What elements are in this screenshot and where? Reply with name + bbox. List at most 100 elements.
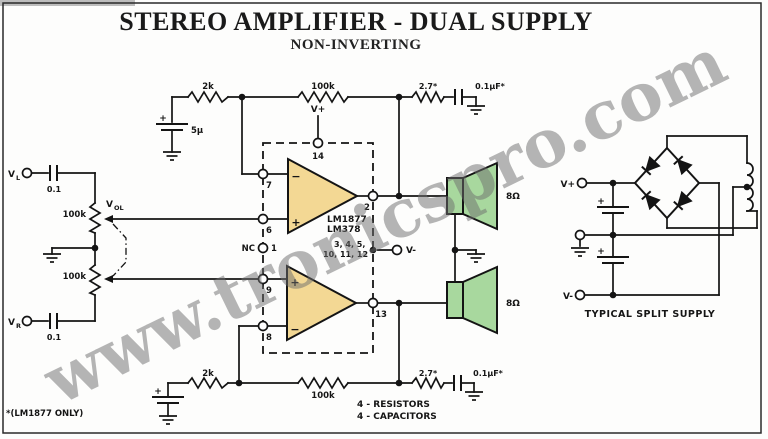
label-pot-bottom: 100k <box>63 272 87 282</box>
capacitor-input-right <box>49 313 58 329</box>
label-c-bypass-plus-top: + <box>159 114 167 124</box>
label-pin-8: 8 <box>266 333 272 343</box>
bottom-channel: 2k 100k 2.7* 0.1µF* + <box>152 299 504 425</box>
supply-ground-terminal <box>574 229 586 241</box>
pin-13-terminal <box>367 297 379 309</box>
supply-wires <box>579 135 758 296</box>
wiper-arrow-icon-bottom <box>104 275 113 283</box>
speakers: 8Ω 8Ω <box>446 161 520 335</box>
junction-dot <box>609 291 617 299</box>
pin-14-terminal <box>312 137 324 149</box>
ground-icon <box>464 391 484 401</box>
pin-8-terminal <box>257 320 269 332</box>
label-pin-6: 6 <box>266 226 272 236</box>
junction-dot <box>609 231 617 239</box>
top-channel: 2k 100k 2.7* 0.1µF* 5µ + <box>156 82 506 200</box>
label-pin-1: 1 <box>271 244 277 254</box>
pin-9-terminal <box>257 273 269 285</box>
label-pin-14: 14 <box>312 152 324 162</box>
wiper-arrow-icon-top <box>104 215 113 223</box>
supply-section: V+ V- + + TYPICAL SPLIT SUPPLY <box>560 135 758 320</box>
page-border <box>2 2 762 434</box>
footnote: *(LM1877 ONLY) <box>6 409 83 419</box>
junction-dot <box>609 179 617 187</box>
label-nc: NC <box>242 244 255 254</box>
pin-7-terminal <box>257 168 269 180</box>
label-vplus: V+ <box>311 105 326 115</box>
label-nc-pins-2: 10, 11, 12 <box>323 250 368 259</box>
pin-6-terminal <box>257 213 269 225</box>
label-nc-pins-1: 3, 4, 5, <box>334 240 365 249</box>
label-speaker-bottom: 8Ω <box>506 299 520 309</box>
junction-dot <box>395 93 403 101</box>
note-capacitors: 4 - CAPACITORS <box>357 412 437 422</box>
ic-pin-wires <box>112 115 394 327</box>
opamp-bottom-inverting-mark: − <box>290 323 299 336</box>
label-vr: V <box>8 318 15 328</box>
junction-dot <box>395 379 403 387</box>
label-vol-sub: OL <box>114 204 124 212</box>
input-left-terminal <box>21 167 33 179</box>
pin-1-terminal <box>257 242 269 254</box>
label-pot-top: 100k <box>63 210 87 220</box>
opamp-top-inverting-mark: − <box>291 170 300 183</box>
capacitor-supply-top <box>597 206 629 214</box>
label-ic-part-1: LM1877 <box>327 215 367 225</box>
ground-icon <box>162 151 182 161</box>
junction-dot <box>238 93 246 101</box>
junction-dot <box>395 299 403 307</box>
label-c-zobel-top: 0.1µF* <box>475 82 506 91</box>
supply-vplus-terminal <box>576 177 588 189</box>
capacitor-input-left <box>49 165 58 181</box>
resistor-2.7-top <box>410 90 446 104</box>
capacitor-bypass-bottom <box>152 396 184 404</box>
label-supply-cap1-plus: + <box>597 197 605 207</box>
note-resistors: 4 - RESISTORS <box>357 400 430 410</box>
capacitor-zobel-top <box>454 89 463 105</box>
label-vol: V <box>106 200 113 210</box>
junction-dot <box>369 246 377 254</box>
label-c-zobel-bottom: 0.1µF* <box>473 369 504 378</box>
label-c-bypass-plus-bottom: + <box>154 387 162 397</box>
resistor-2k-bottom <box>186 376 230 390</box>
junction-dot <box>235 379 243 387</box>
vminus-terminal <box>391 244 403 256</box>
bridge-rectifier-outline <box>633 146 701 220</box>
ground-icon <box>42 253 62 263</box>
page-subtitle: NON-INVERTING <box>290 37 422 53</box>
label-vl-sub: L <box>16 174 20 182</box>
resistor-2.7-bottom <box>410 376 446 390</box>
junction-dot <box>395 192 403 200</box>
opamp-bottom-noninverting-mark: + <box>290 276 299 289</box>
pot-gang-link <box>112 223 127 277</box>
pin-2-terminal <box>367 190 379 202</box>
label-c-input-right: 0.1 <box>47 333 62 342</box>
resistor-100k-bottom <box>296 376 350 390</box>
input-right-terminal <box>21 315 33 327</box>
label-ic-part-2: LM378 <box>327 225 360 235</box>
label-supply-cap2-plus: + <box>597 247 605 257</box>
label-r-feedback-bottom: 100k <box>311 391 335 401</box>
label-pin-13: 13 <box>375 310 387 320</box>
capacitor-supply-bottom <box>597 256 629 264</box>
parts-note: 4 - RESISTORS 4 - CAPACITORS <box>357 400 437 422</box>
label-c-input-left: 0.1 <box>47 185 62 194</box>
ground-icon <box>466 105 486 115</box>
opamp-top <box>287 157 360 235</box>
supply-caption: TYPICAL SPLIT SUPPLY <box>585 309 716 320</box>
potentiometer-top <box>88 201 102 235</box>
capacitor-5u-top <box>156 123 188 131</box>
label-vminus: V- <box>406 246 416 256</box>
junction-dot <box>451 246 459 254</box>
label-vl: V <box>8 170 15 180</box>
label-pin-2: 2 <box>364 203 370 213</box>
label-r-zobel-bottom: 2.7* <box>419 369 438 378</box>
speaker-top-icon <box>446 161 498 231</box>
label-r-zobel-top: 2.7* <box>419 82 438 91</box>
label-r-input-bottom: 2k <box>202 369 214 379</box>
resistor-2k-top <box>186 90 230 104</box>
label-c-bypass-top: 5µ <box>191 126 203 136</box>
input-wires <box>30 172 96 322</box>
